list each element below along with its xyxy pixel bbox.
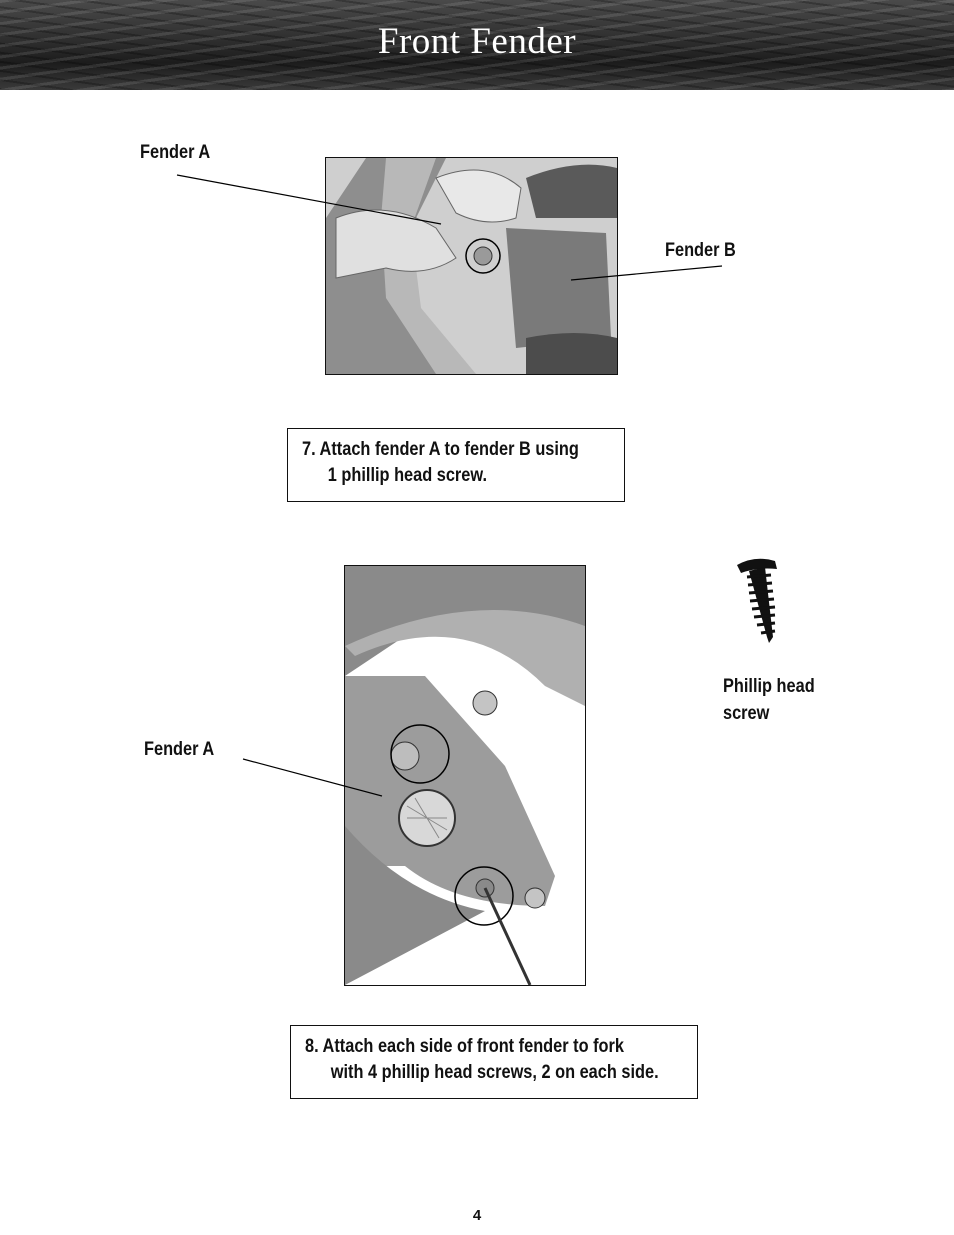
photo-fender-a-to-b [325, 157, 618, 375]
page-number: 4 [472, 1207, 482, 1224]
label-screw-line1: Phillip head [723, 676, 815, 697]
label-fender-a-top: Fender A [140, 142, 211, 163]
photo-fender-to-fork [344, 565, 586, 986]
step-8-line2: with 4 phillip head screws, 2 on each si… [330, 1062, 659, 1083]
label-fender-b: Fender B [665, 240, 736, 261]
page-title: Front Fender [377, 21, 577, 62]
step-7-line2: 1 phillip head screw. [327, 465, 488, 486]
step-8-box: 8. Attach each side of front fender to f… [290, 1025, 698, 1099]
step-7-text: 7. Attach fender A to fender B using 1 p… [302, 437, 579, 489]
label-phillip-head-screw: Phillip head screw [723, 673, 815, 727]
step-7-line1: 7. Attach fender A to fender B using [302, 439, 579, 460]
label-screw-line2: screw [723, 703, 770, 724]
phillip-head-screw-icon [737, 558, 777, 643]
header-banner: Front Fender [0, 0, 954, 90]
step-7-box: 7. Attach fender A to fender B using 1 p… [287, 428, 625, 502]
step-8-text: 8. Attach each side of front fender to f… [305, 1034, 659, 1086]
label-fender-a-bottom: Fender A [144, 739, 215, 760]
step-8-line1: 8. Attach each side of front fender to f… [305, 1036, 624, 1057]
